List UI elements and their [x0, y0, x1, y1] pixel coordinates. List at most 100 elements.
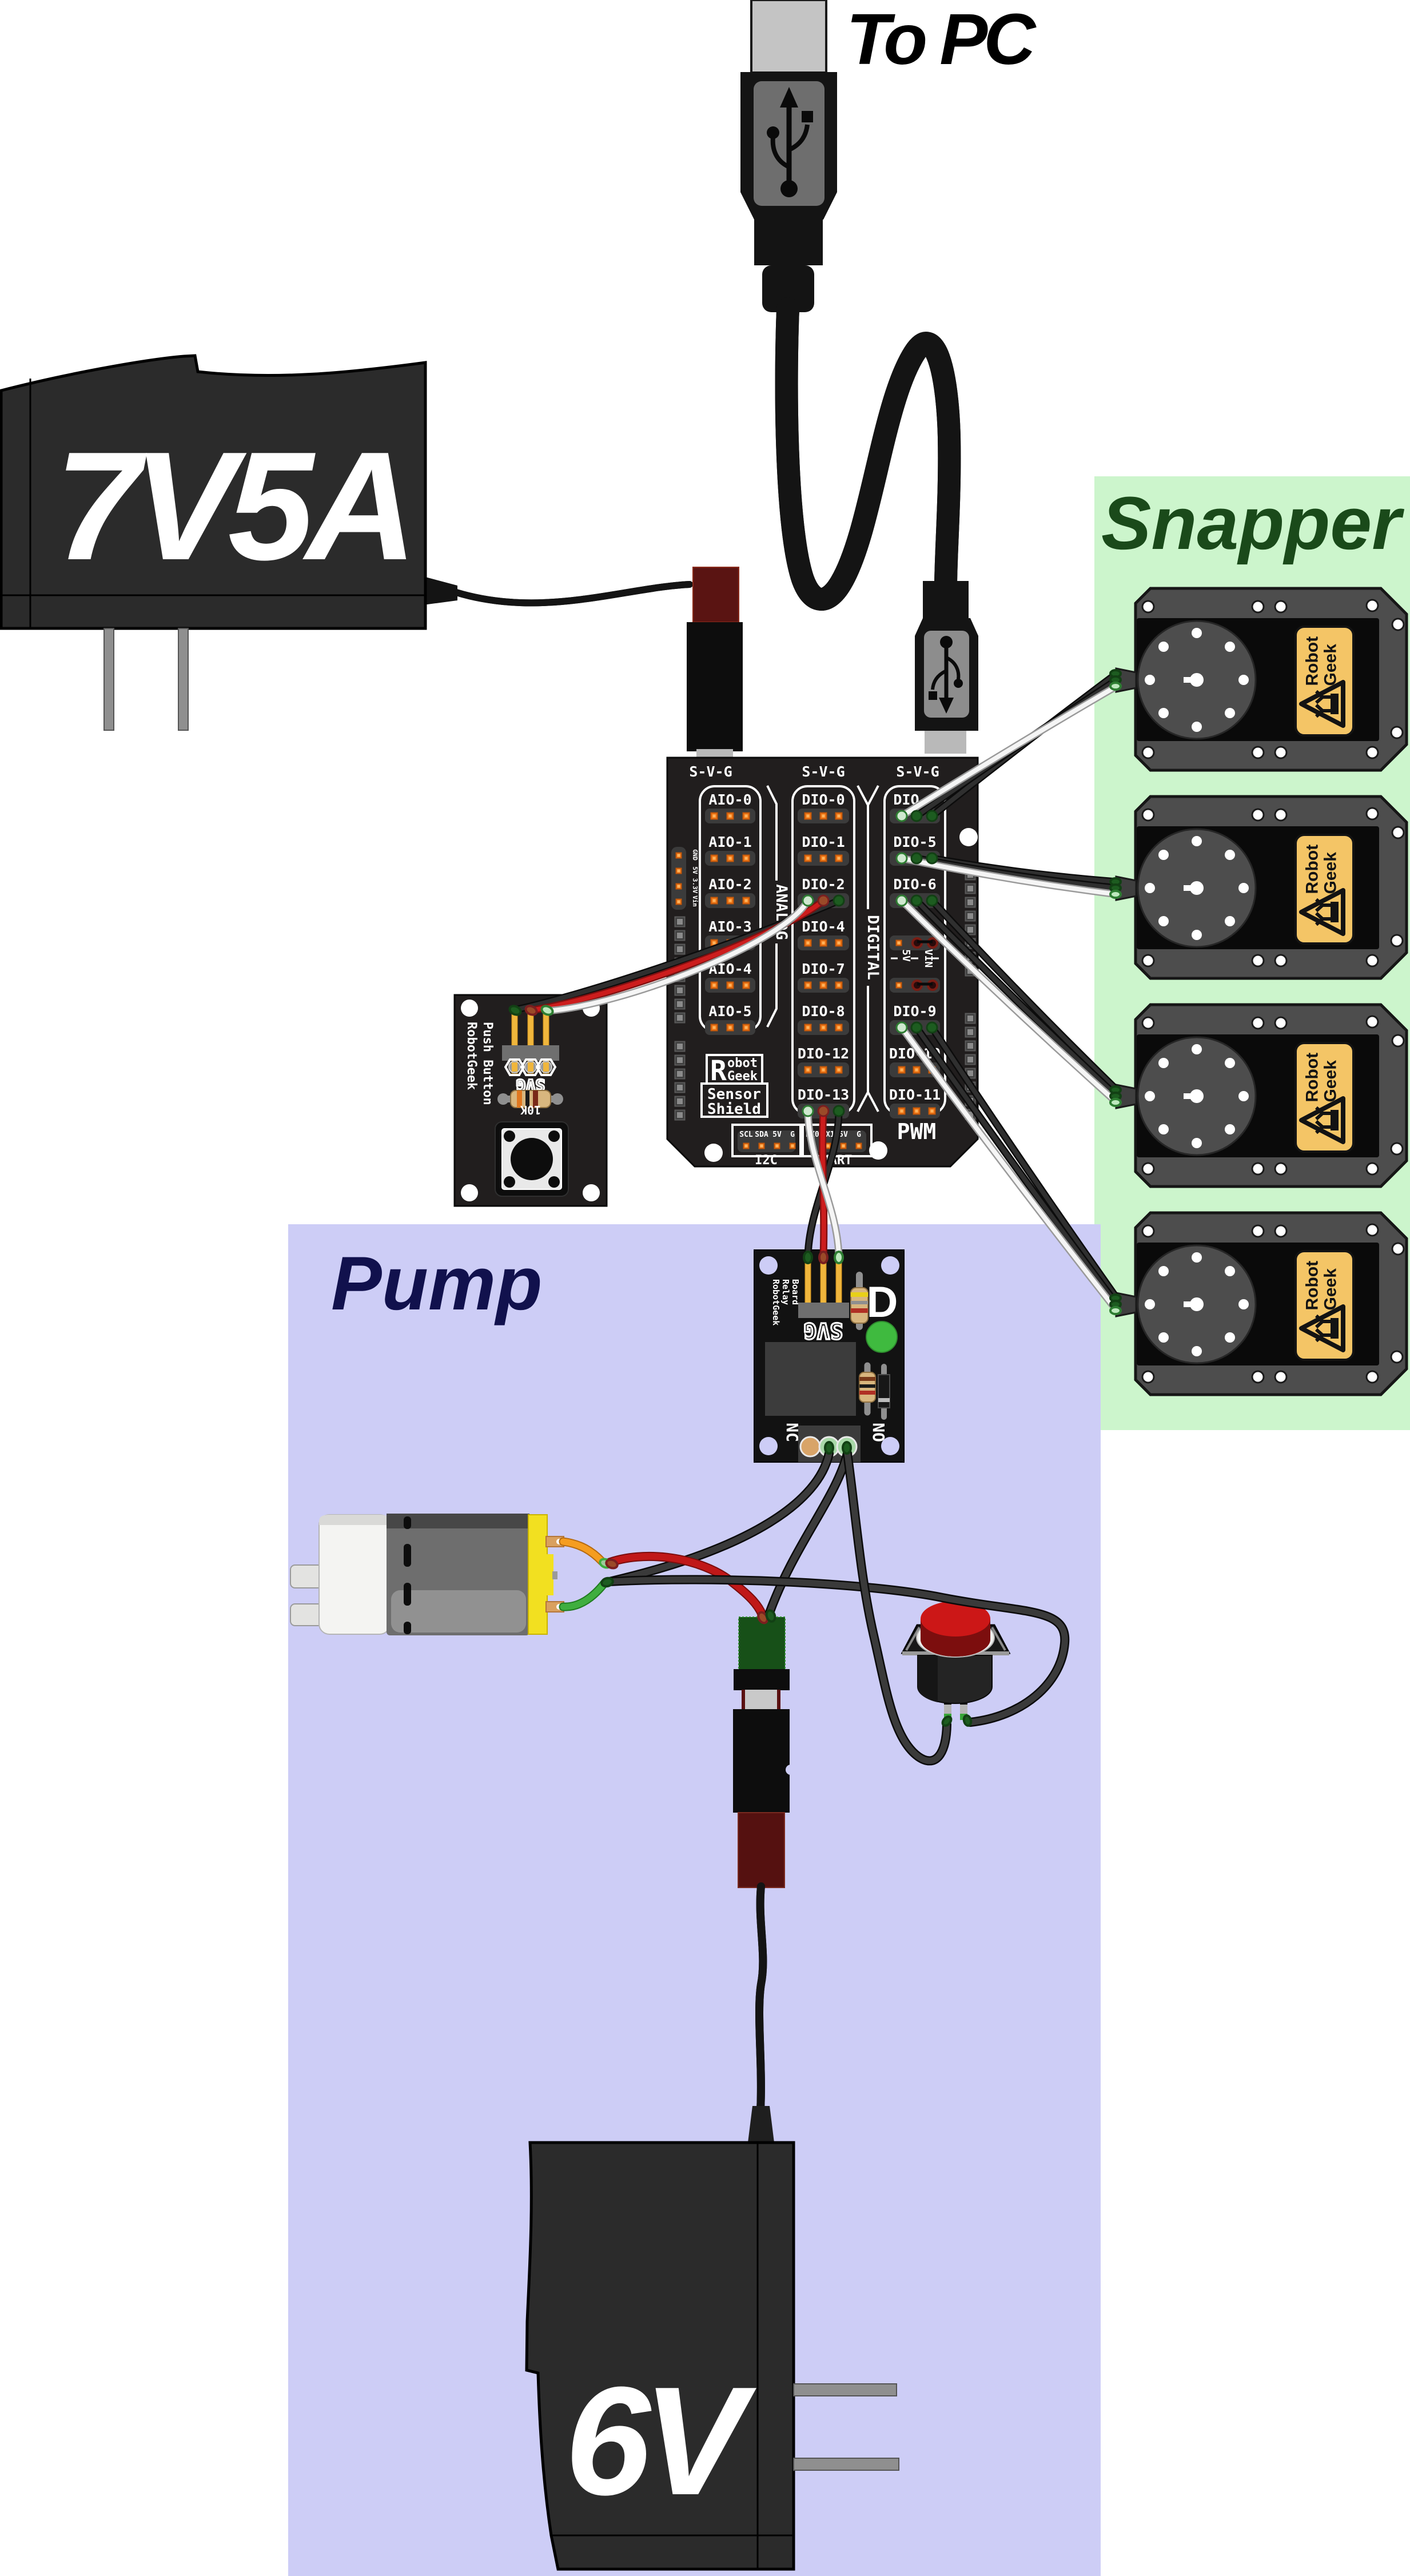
- digital-group-bracket: [857, 785, 879, 1112]
- pump-motor: [290, 1514, 564, 1635]
- pcb-hole: [881, 1437, 899, 1455]
- terminal-screw: [799, 1436, 821, 1458]
- power-pin-label: 5V: [691, 866, 699, 874]
- relay-d-label: D: [867, 1278, 898, 1327]
- power-pin-label: Vin: [691, 895, 699, 907]
- pcb-hole: [583, 1184, 600, 1201]
- shield-pin-label: AIO-5: [708, 1003, 751, 1020]
- snapper-region-title: Snapper: [1101, 481, 1404, 565]
- relay-title-2: Relay: [780, 1279, 791, 1305]
- pump-head-cap: [319, 1515, 390, 1525]
- servo-2-cable: [895, 852, 1122, 899]
- pin-highlight-s: [895, 894, 908, 907]
- usb-icon: [767, 87, 813, 197]
- header-pin: [835, 1260, 842, 1304]
- pin-highlight-v: [910, 810, 923, 822]
- wire-relay-to-jack: [765, 1449, 852, 1617]
- i2c-label: I2C: [755, 1153, 778, 1168]
- shield-pin-label: DIO-0: [802, 791, 845, 808]
- servo-1-brand-line2: Geek: [1321, 644, 1340, 686]
- button-cap: [921, 1601, 990, 1637]
- pump-head: [318, 1514, 391, 1635]
- psu7-body: [0, 354, 427, 630]
- motor-cap: [528, 1514, 548, 1635]
- shield-pin-label: AIO-3: [708, 918, 751, 935]
- push-button-title-2: Push Button: [480, 1022, 495, 1105]
- relay-box: [765, 1342, 856, 1416]
- jumper-label-5v: 5V: [900, 949, 912, 962]
- shield-column-header: S-V-G: [896, 763, 939, 780]
- psu6-prong-bottom: [793, 2458, 899, 2471]
- usb-a-connector: [740, 0, 837, 312]
- uart-pin-label: G: [857, 1130, 861, 1139]
- shield-pin-label: AIO-0: [708, 791, 751, 808]
- servo-3-brand-line1: Robot: [1303, 1053, 1322, 1102]
- shield-pin-label: DIO-4: [802, 918, 845, 935]
- shield-pin-label: DIO-9: [893, 1003, 936, 1020]
- pin-highlight-s: [895, 1021, 908, 1034]
- tactile-button: [495, 1121, 569, 1197]
- logo-line2: Shield: [707, 1101, 761, 1118]
- servo-4: Robot Geek: [1116, 1213, 1407, 1395]
- pump-region-title: Pump: [331, 1241, 542, 1326]
- relay-board: RobotGeek Relay Board SVG D NC NO: [754, 1249, 905, 1463]
- header-pin: [527, 1012, 534, 1047]
- header-pin: [511, 1012, 518, 1047]
- servo-3: Robot Geek: [1116, 1005, 1407, 1187]
- relay-cable: [802, 1105, 845, 1264]
- pcb-hole: [759, 1256, 778, 1275]
- shield-pin-label: DIO-1: [802, 834, 845, 850]
- servo-4-brand-line2: Geek: [1321, 1268, 1340, 1311]
- shield-pin-label: DIO-2: [802, 876, 845, 893]
- to-pc-label: To PC: [846, 0, 1037, 79]
- wire-relay-to-pump: [605, 1449, 834, 1586]
- relay-led: [866, 1321, 898, 1353]
- wire-end: [824, 1441, 834, 1455]
- servo-1: Robot Geek: [1116, 588, 1407, 770]
- shield-pin-label: DIO-8: [802, 1003, 845, 1020]
- wire-pump-to-button: [605, 1575, 1070, 1727]
- usb-a-boot: [762, 265, 814, 312]
- push-button-board: RobotGeek Push Button SVG 10K: [453, 994, 608, 1207]
- relay-resistor-1: [850, 1272, 869, 1330]
- solder-pad: [535, 1058, 557, 1076]
- barrel-plug-7v: [687, 567, 743, 759]
- emergency-button: [901, 1601, 1011, 1720]
- power-pin-label: 3.3V: [691, 878, 699, 894]
- pin-highlight-g: [926, 894, 938, 907]
- digital-group-label: DIGITAL: [864, 915, 882, 980]
- usb-mini-neck: [923, 581, 969, 619]
- servo-1-cable: [895, 669, 1122, 822]
- jack-collar: [734, 1669, 790, 1690]
- psu7-prong-right: [178, 628, 189, 731]
- wire-end: [803, 1251, 813, 1264]
- servo-2: Robot Geek: [1116, 797, 1407, 978]
- pin-highlight-g: [926, 852, 938, 865]
- pin-highlight-s: [895, 852, 908, 865]
- resistor-10k: [497, 1090, 563, 1108]
- resistor-value-label: 10K: [520, 1103, 541, 1117]
- shield-hole: [704, 1144, 723, 1162]
- barrel-plug-body: [687, 622, 743, 751]
- servo-2-brand-line2: Geek: [1321, 852, 1340, 894]
- pump-wire-green: [559, 1579, 608, 1611]
- usb-mini-sleeve: [925, 731, 966, 754]
- analog-group-bracket: [766, 785, 778, 1028]
- psu7-prong-left: [103, 628, 114, 731]
- shield-pin-label: DIO-12: [798, 1045, 849, 1062]
- terminal-block-green: [738, 1617, 786, 1673]
- wire-relay-to-button: [843, 1449, 951, 1766]
- wire-end: [1109, 1306, 1122, 1315]
- power-adapter-6v: 6V: [525, 2141, 899, 2571]
- wire-end: [524, 1005, 538, 1016]
- shield-column-header: S-V-G: [802, 763, 845, 780]
- pump-nozzle: [290, 1564, 323, 1588]
- jack-coupling: [738, 1812, 785, 1888]
- shield-hole: [869, 1141, 887, 1160]
- logo-r: R: [710, 1055, 727, 1087]
- header-block: [502, 1045, 559, 1061]
- shield-column-header: S-V-G: [689, 763, 732, 780]
- header-pin: [820, 1260, 827, 1304]
- psu6-label: 6V: [565, 2355, 759, 2527]
